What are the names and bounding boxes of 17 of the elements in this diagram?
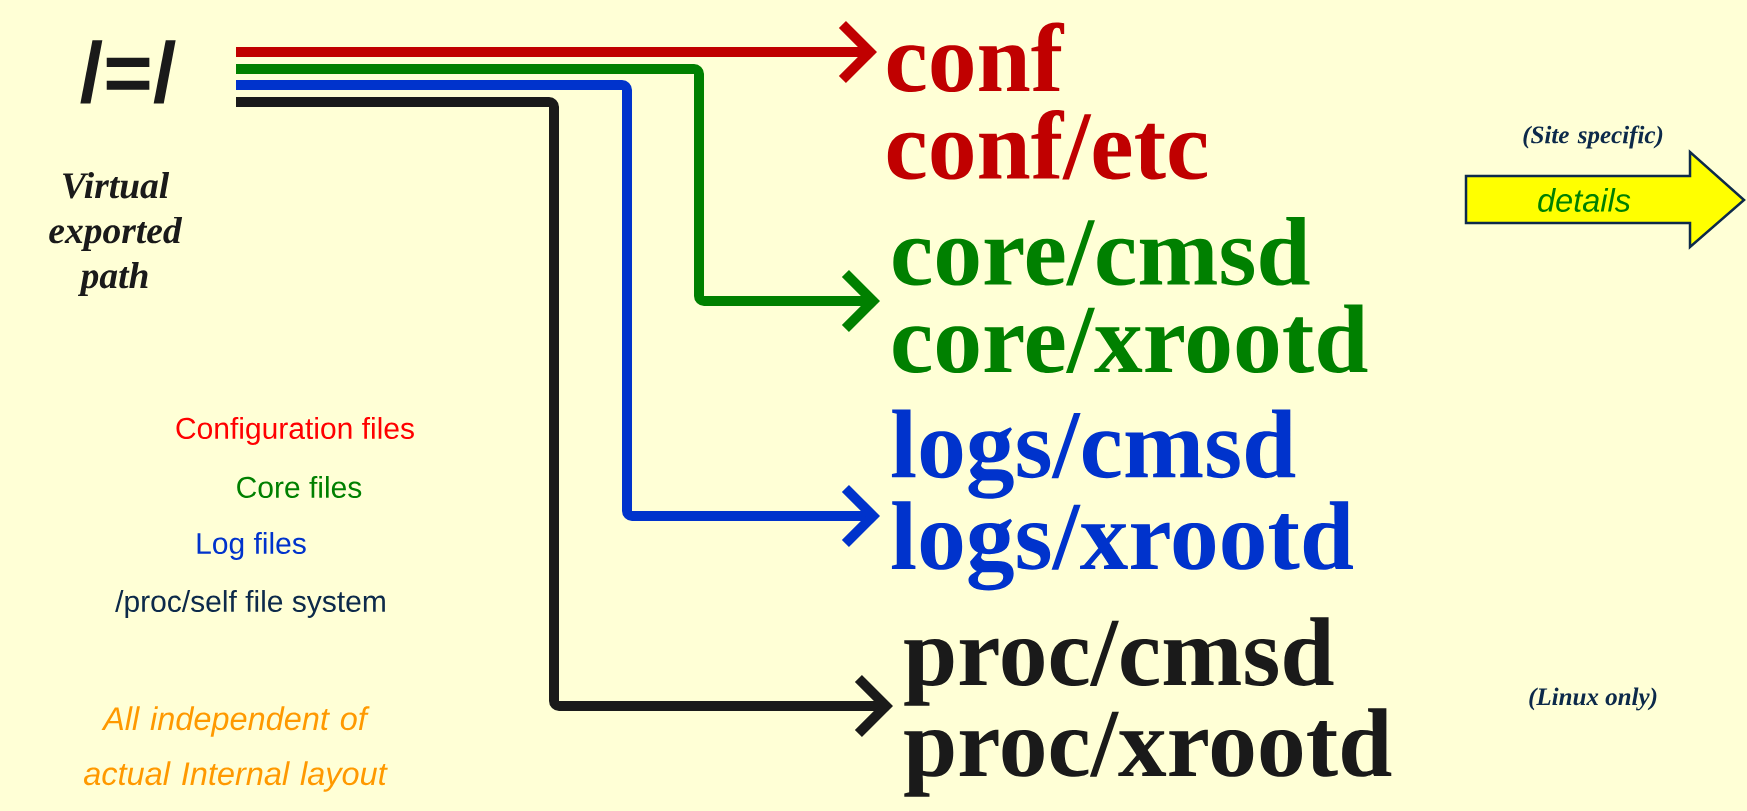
note-text: Virtual exported path <box>49 172 183 296</box>
arrow <box>236 64 880 333</box>
path-symbol: /=/ <box>80 40 176 104</box>
arrow <box>236 20 877 84</box>
arrow <box>236 97 893 738</box>
category-label: Configuration files <box>176 417 414 445</box>
category-label: /proc/self file system <box>115 590 385 618</box>
directory-label: proc/cmsd proc/xrootd <box>904 617 1392 797</box>
category-label: Core files <box>237 476 362 498</box>
note-text: (Site specific) <box>1523 125 1663 149</box>
directory-label: conf conf/etc <box>887 22 1207 180</box>
directory-label: core/cmsd core/xrootd <box>893 216 1368 374</box>
category-label: Log files <box>197 532 306 560</box>
arrow <box>236 80 880 548</box>
note-text: All independent of actual Internal layout <box>84 706 388 792</box>
directory-label: logs/cmsd logs/xrootd <box>891 409 1354 591</box>
note-text: (Linux only) <box>1529 687 1657 711</box>
